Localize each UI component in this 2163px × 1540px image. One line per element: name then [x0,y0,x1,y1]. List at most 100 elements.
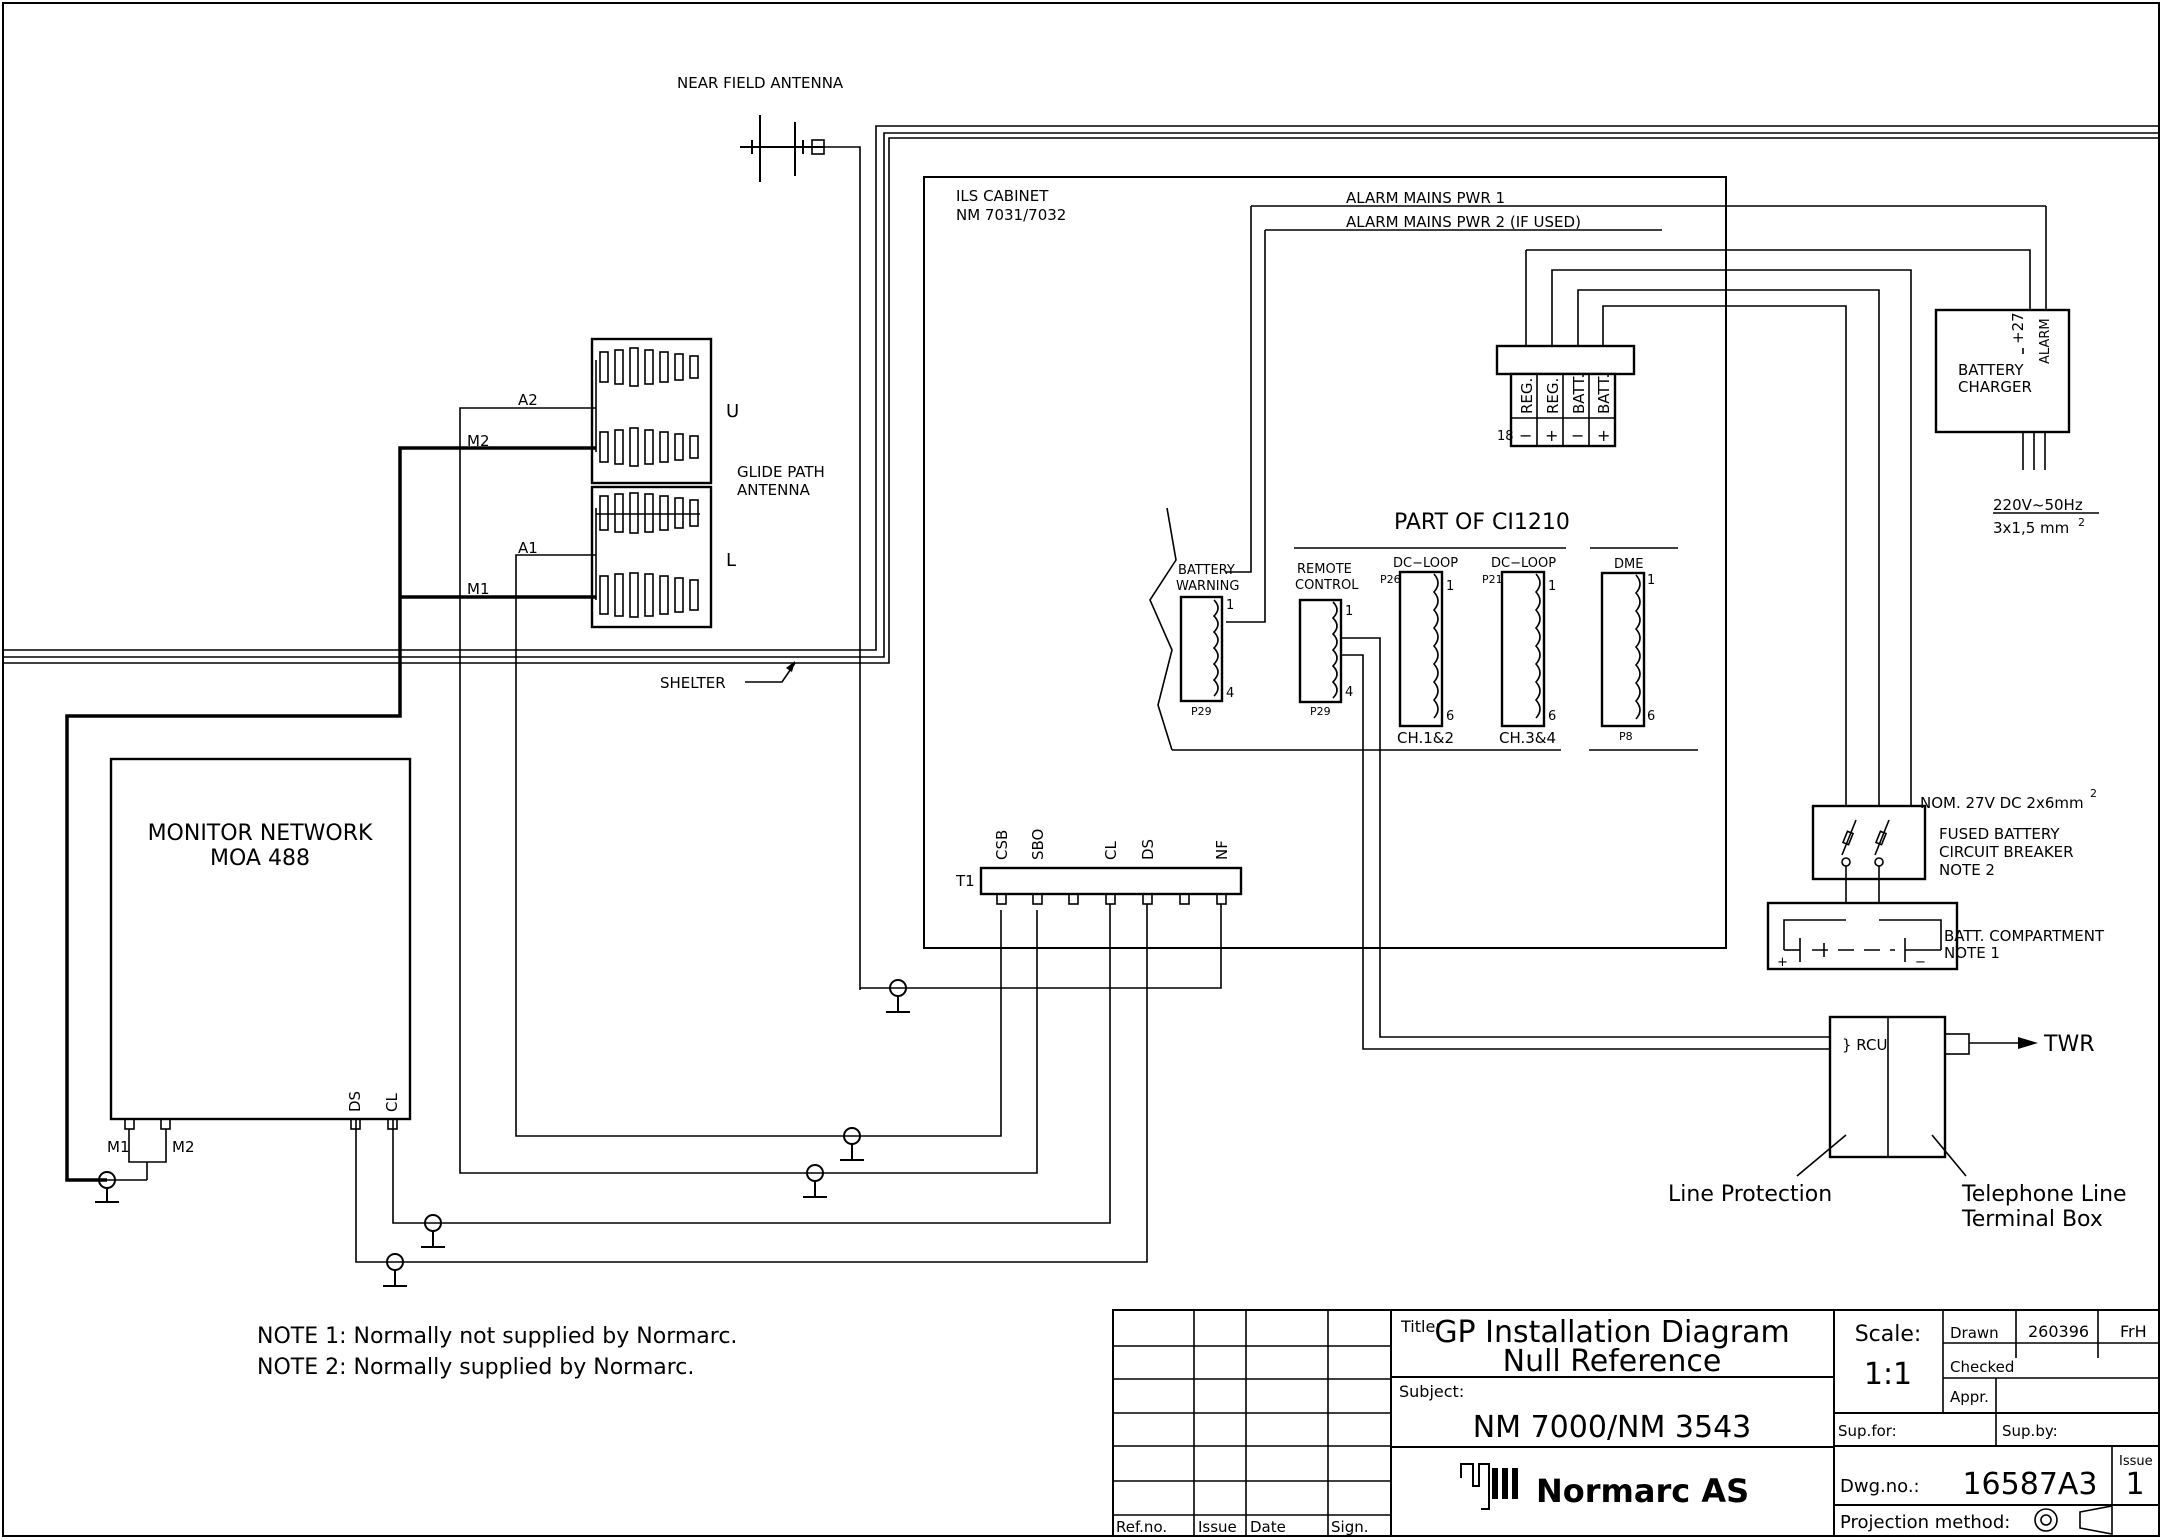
scale-label: Scale: [1855,1322,1922,1347]
title-label: Title: [1400,1317,1441,1336]
dcloop-b-p21: P21 [1482,573,1503,586]
title-line-1: GP Installation Diagram [1434,1315,1789,1350]
dcloop-b-label: DC−LOOP [1491,556,1556,571]
svg-text:2: 2 [2078,516,2085,529]
monitor-cl: CL [383,1093,401,1112]
title-block: Ref.no. Issue Date Sign. Title: GP Insta… [1112,1309,2160,1537]
batt-comp-label-1: BATT. COMPARTMENT [1944,927,2105,945]
feed-a2: A2 [518,391,538,409]
rc-pin4: 4 [1345,685,1353,700]
line-protection-label: Line Protection [1668,1182,1832,1207]
scale-value: 1:1 [1864,1357,1912,1392]
monitor-m1: M1 [107,1138,130,1156]
dme-pin1: 1 [1647,573,1655,588]
appr-label: Appr. [1950,1388,1989,1406]
ci1210-title: PART OF CI1210 [1394,510,1570,535]
battery-warning-label-2: WARNING [1176,579,1239,594]
dme-p8: P8 [1619,730,1633,743]
shelter-walls [3,125,2159,664]
charger-alarm: ALARM [2038,318,2053,364]
rev-sign: Sign. [1331,1518,1369,1536]
terminal-sign-3: − [1571,426,1584,445]
company-name: Normarc AS [1536,1472,1749,1510]
svg-text:+: + [1777,955,1788,970]
ch34-label: CH.3&4 [1499,729,1556,747]
charger-label-1: BATTERY [1958,361,2024,379]
supfor-label: Sup.for: [1838,1422,1897,1440]
batt-comp-label-2: NOTE 1 [1944,944,2000,962]
dme-pin6: 6 [1647,709,1655,724]
breaker-sup2: 2 [2090,787,2097,800]
shelter-pointer: SHELTER [660,661,796,692]
monitor-ds: DS [346,1091,364,1112]
cabinet-label-1: ILS CABINET [956,187,1049,205]
drawn-label: Drawn [1950,1324,1999,1342]
ch12-label: CH.1&2 [1397,729,1454,747]
battery-warning-label-1: BATTERY [1178,563,1235,578]
terminal-sign-4: + [1597,426,1610,445]
antenna-feeds: A2 M2 A1 M1 [65,391,1038,1182]
lower-antenna-label: L [726,550,736,571]
charger-supply: 220V~50Hz [1993,496,2083,514]
dcloop-b-pin6: 6 [1548,709,1556,724]
note-1: NOTE 1: Normally not supplied by Normarc… [257,1324,737,1349]
note-2: NOTE 2: Normally supplied by Normarc. [257,1355,694,1380]
dcloop-a-pin1: 1 [1446,579,1454,594]
rcu-box: } RCU TWR Line Protection Telephone Line… [1668,1015,2127,1232]
t1-pin-cl: CL [1102,841,1120,860]
terminal-18: REG. REG. BATT. BATT. − + − + 18 [1495,250,1912,820]
feed-m1: M1 [467,580,490,598]
monitor-m2: M2 [172,1138,195,1156]
dme-label: DME [1614,557,1643,572]
breaker-label-3: NOTE 2 [1939,861,1995,879]
terminal-number: 18 [1497,429,1514,444]
telephone-label-2: Terminal Box [1961,1207,2103,1232]
issue-label: Issue [2119,1454,2153,1469]
ils-cabinet [923,176,1727,949]
checked-label: Checked [1950,1358,2014,1376]
rc-pin1: 1 [1345,604,1353,619]
normarc-logo: Normarc AS [1460,1463,1749,1510]
t1-pin-nf: NF [1213,840,1231,860]
remote-label-1: REMOTE [1297,562,1352,577]
dcloop-a-p26: P26 [1380,573,1401,586]
breaker-nom: NOM. 27V DC 2x6mm [1920,794,2084,812]
drawn-by: FrH [2120,1322,2147,1341]
circuit-breaker: NOM. 27V DC 2x6mm 2 FUSED BATTERY CIRCUI… [1811,787,2097,920]
subject-label: Subject: [1399,1382,1464,1401]
remote-label-2: CONTROL [1295,578,1359,593]
terminal-col-3: BATT. [1570,374,1588,414]
battery-charger: BATTERY CHARGER +27 ALARM 220V~50Hz 3x1,… [1934,308,2099,537]
ci1210-block: PART OF CI1210 BATTERY WARNING 1 4 P29 R… [1149,507,1830,1050]
twr-label: TWR [2043,1032,2094,1057]
subject-value: NM 7000/NM 3543 [1473,1410,1752,1445]
feed-m2: M2 [467,432,490,450]
battery-compartment: + − BATT. COMPARTMENT NOTE 1 [1766,901,2105,971]
rev-date: Date [1250,1518,1286,1536]
dwg-label: Dwg.no.: [1840,1476,1920,1497]
near-field-label: NEAR FIELD ANTENNA [677,74,844,92]
monitor-label-2: MOA 488 [210,846,310,871]
terminal-col-1: REG. [1518,378,1536,414]
charger-cable: 3x1,5 mm [1993,519,2069,537]
upper-antenna-label: U [726,401,739,422]
rc-p29: P29 [1310,705,1331,718]
glide-path-label-2: ANTENNA [737,481,811,499]
terminal-col-2: REG. [1544,378,1562,414]
dcloop-b-pin1: 1 [1548,579,1556,594]
title-line-2: Null Reference [1503,1344,1722,1379]
ground-symbols [95,979,910,1287]
t1-pin-sbo: SBO [1029,829,1047,860]
glide-path-antenna: U L GLIDE PATH ANTENNA [590,337,825,629]
alarm-mains-pwr-1: ALARM MAINS PWR 1 [1346,189,1505,207]
dcloop-a-pin6: 6 [1446,709,1454,724]
charger-label-2: CHARGER [1958,378,2032,396]
near-field-antenna: NEAR FIELD ANTENNA [677,74,861,990]
breaker-label-1: FUSED BATTERY [1939,825,2060,843]
issue-value: 1 [2125,1467,2144,1502]
projection-label: Projection method: [1840,1512,2010,1533]
rev-ref-no: Ref.no. [1116,1518,1167,1536]
telephone-label-1: Telephone Line [1961,1182,2127,1207]
